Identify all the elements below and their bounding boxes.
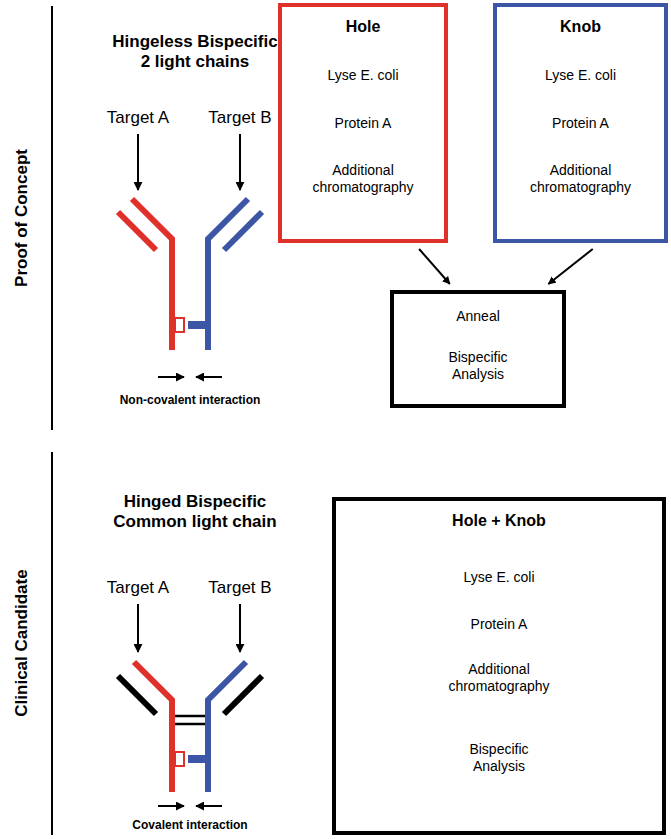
step-text: Lyse E. coli (516, 67, 646, 84)
box-heading: Knob (497, 17, 664, 37)
hingeless-antibody (118, 199, 262, 350)
interaction-arrow (196, 376, 222, 378)
interaction-label: Non-covalent interaction (120, 393, 261, 407)
target-label: Target A (107, 578, 169, 598)
step-text: Additional chromatography (516, 162, 646, 196)
step-text: Protein A (298, 115, 428, 132)
process-step: Bispecific Analysis (433, 349, 523, 383)
process-step: Additional chromatography (298, 162, 428, 196)
step-text: Lyse E. coli (298, 67, 428, 84)
step-text: Additional chromatography (298, 162, 428, 196)
hole-mutation (175, 752, 184, 766)
hole-mutation (175, 318, 184, 332)
process-step: Additional chromatography (434, 661, 564, 695)
section-rule (51, 6, 53, 430)
knob-mutation (188, 755, 208, 763)
interaction-arrow (158, 376, 184, 378)
section-label: Proof of Concept (12, 149, 32, 287)
box-heading: Hole (282, 17, 444, 37)
process-box: HoleLyse E. coliProtein A Additional chro… (278, 3, 448, 243)
process-step: Lyse E. coli (516, 67, 646, 84)
process-step: Protein A (298, 115, 428, 132)
step-text: Lyse E. coli (434, 569, 564, 586)
target-arrow (137, 134, 139, 190)
interaction-label: Covalent interaction (132, 818, 247, 832)
target-arrow (239, 604, 241, 652)
process-step: Protein A (434, 616, 564, 633)
target-label: Target B (208, 108, 271, 128)
step-text: Protein A (516, 115, 646, 132)
step-text: Bispecific Analysis (433, 349, 523, 383)
step-text: Anneal (413, 308, 543, 325)
process-box: AnnealBispecific Analysis (390, 290, 566, 408)
box-heading: Hole + Knob (336, 511, 662, 531)
step-text: Bispecific Analysis (454, 741, 544, 775)
process-box: KnobLyse E. coliProtein A Additional chro… (493, 3, 668, 243)
construct-title: Hingeless Bispecific 2 light chains (107, 32, 283, 73)
target-arrow (137, 604, 139, 652)
process-step: Lyse E. coli (298, 67, 428, 84)
knob-mutation (188, 321, 208, 329)
section-rule (51, 452, 53, 835)
flow-arrow (548, 249, 592, 284)
target-label: Target A (107, 108, 169, 128)
process-step: Protein A (516, 115, 646, 132)
hinge-disulfide (175, 715, 205, 718)
flow-arrow (419, 249, 450, 284)
interaction-arrow (196, 805, 222, 807)
target-label: Target B (208, 578, 271, 598)
hinged-antibody (118, 662, 262, 792)
step-text: Protein A (434, 616, 564, 633)
hinge-disulfide (175, 723, 205, 726)
section-label: Clinical Candidate (12, 569, 32, 716)
process-step: Lyse E. coli (434, 569, 564, 586)
process-step: Additional chromatography (516, 162, 646, 196)
process-step: Bispecific Analysis (454, 741, 544, 775)
step-text: Additional chromatography (434, 661, 564, 695)
process-step: Anneal (413, 308, 543, 325)
construct-title: Hinged Bispecific Common light chain (107, 492, 283, 533)
interaction-arrow (158, 805, 184, 807)
process-box: Hole + KnobLyse E. coliProtein A Addition… (332, 497, 666, 835)
target-arrow (239, 134, 241, 190)
